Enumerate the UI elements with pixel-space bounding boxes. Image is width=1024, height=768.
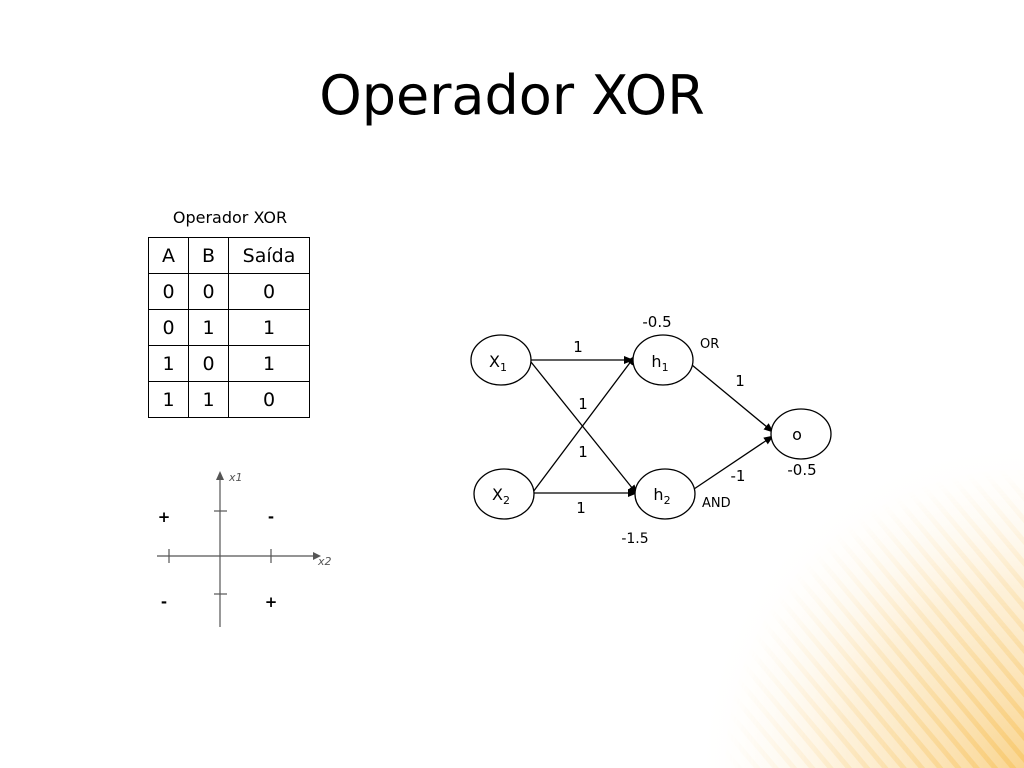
gate-label-h1: OR	[700, 337, 719, 352]
node-h2-letter: h	[653, 485, 663, 504]
node-o-label: o	[792, 425, 802, 444]
edge-x2-h1	[532, 355, 636, 493]
node-x1-letter: X	[489, 352, 500, 371]
weight-x1-h2: 1	[578, 443, 588, 461]
node-h1	[632, 334, 694, 386]
node-h1-label: h1	[651, 352, 668, 374]
node-x2-label: X2	[492, 485, 510, 507]
node-h2-label: h2	[653, 485, 670, 507]
xor-truth-table: A B Saída 0 0 0 0 1 1 1 0 1 1 1 0	[148, 237, 310, 418]
x2-axis-label: x2	[317, 555, 332, 568]
table-header-row: A B Saída	[148, 237, 310, 274]
weight-h1-o: 1	[735, 372, 745, 390]
x2-axis-arrow-icon	[313, 552, 321, 560]
node-x2-subscript: 2	[503, 494, 510, 507]
edge-h1-o	[691, 364, 774, 433]
bias-h1: -0.5	[642, 313, 671, 331]
table-cell: 0	[228, 273, 310, 310]
table-row: 1 0 1	[148, 345, 310, 382]
bias-o: -0.5	[787, 461, 816, 479]
table-cell: 0	[188, 273, 229, 310]
x1-axis-arrow-icon	[216, 471, 224, 480]
table-cell: 1	[148, 381, 189, 418]
node-x1-label: X1	[489, 352, 507, 374]
table-row: 0 1 1	[148, 309, 310, 346]
weight-x1-h1: 1	[573, 338, 583, 356]
truth-table-caption: Operador XOR	[172, 208, 288, 227]
quadrant-sign-bottom-left: -	[161, 593, 167, 611]
table-cell: 1	[188, 309, 229, 346]
bias-h2: -1.5	[621, 531, 648, 547]
edge-h2-o	[693, 435, 774, 490]
gate-label-h2: AND	[702, 496, 731, 511]
column-header-output: Saída	[228, 237, 310, 274]
table-cell: 0	[228, 381, 310, 418]
edge-x1-h2	[530, 361, 638, 495]
table-cell: 1	[188, 381, 229, 418]
table-cell: 0	[148, 273, 189, 310]
weight-h2-o: -1	[731, 467, 746, 485]
node-x1-subscript: 1	[500, 361, 507, 374]
x1-axis-label: x1	[228, 471, 243, 484]
table-cell: 1	[228, 345, 310, 382]
node-h1-subscript: 1	[662, 361, 669, 374]
node-x1	[470, 334, 532, 386]
weight-x2-h2: 1	[576, 499, 586, 517]
weight-x2-h1: 1	[578, 395, 588, 413]
node-h2	[634, 468, 696, 520]
node-x2	[473, 468, 535, 520]
quadrant-sign-top-right: -	[268, 508, 274, 526]
node-x2-letter: X	[492, 485, 503, 504]
table-row: 1 1 0	[148, 381, 310, 418]
slide-title: Operador XOR	[319, 64, 705, 127]
node-h1-letter: h	[651, 352, 661, 371]
quadrant-sign-bottom-right: +	[265, 593, 278, 611]
table-row: 0 0 0	[148, 273, 310, 310]
quadrant-sign-top-left: +	[158, 508, 171, 526]
node-o	[770, 408, 832, 460]
node-h2-subscript: 2	[664, 494, 671, 507]
